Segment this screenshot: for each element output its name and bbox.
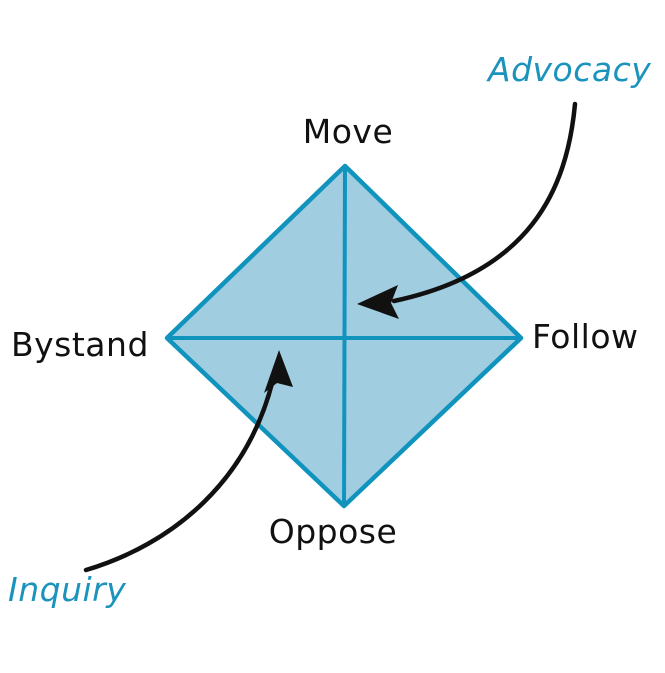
inquiry-arrowhead-icon (264, 350, 293, 393)
label-bystand: Bystand (11, 325, 149, 364)
advocacy-arrow (391, 101, 578, 304)
label-move: Move (302, 112, 394, 151)
inquiry-arrow (83, 363, 279, 573)
label-inquiry: Inquiry (8, 570, 127, 609)
label-advocacy: Advocacy (488, 50, 652, 89)
label-follow: Follow (532, 317, 639, 356)
label-oppose: Oppose (268, 512, 398, 551)
advocacy-arrowhead-icon (357, 285, 399, 319)
